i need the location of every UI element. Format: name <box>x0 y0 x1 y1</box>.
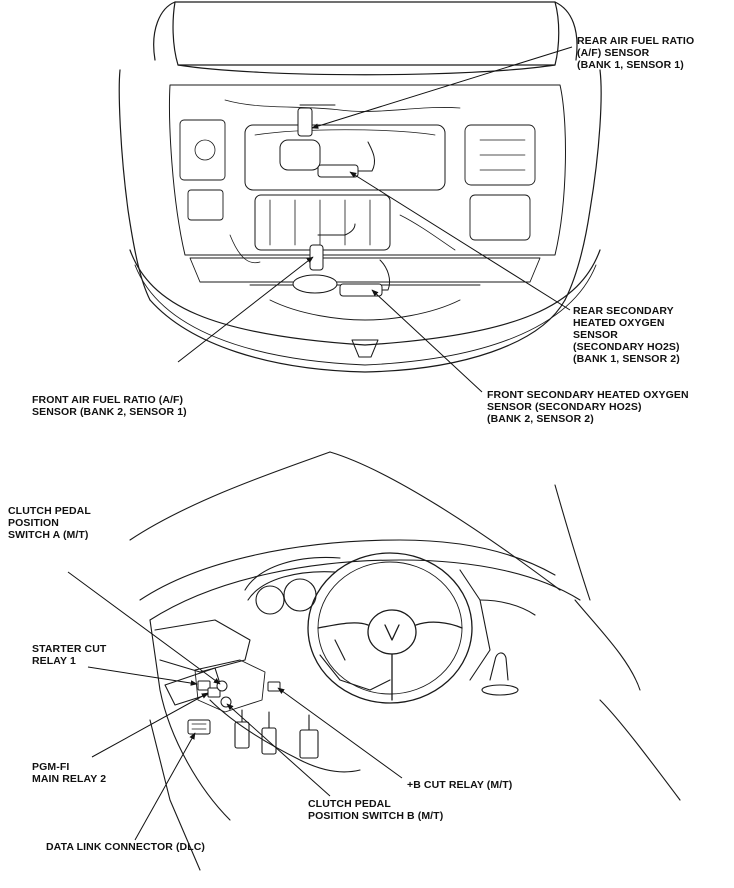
front-af-sensor-part <box>292 223 356 294</box>
engine-bay-illustration <box>118 1 602 373</box>
pgm-fi-relay-part <box>207 687 221 698</box>
label-front-secondary-ho2s: FRONT SECONDARY HEATED OXYGEN SENSOR (SE… <box>487 389 689 425</box>
engine-leader-lines <box>177 46 573 393</box>
label-clutch-switch-b: CLUTCH PEDAL POSITION SWITCH B (M/T) <box>308 798 444 822</box>
dlc-part <box>187 719 211 735</box>
rear-af-sensor-part <box>279 104 336 171</box>
starter-cut-relay-part <box>197 680 211 691</box>
label-dlc: DATA LINK CONNECTOR (DLC) <box>46 841 206 853</box>
clutch-switch-b-part <box>220 696 232 708</box>
label-rear-secondary-ho2s: REAR SECONDARY HEATED OXYGEN SENSOR (SEC… <box>573 305 680 365</box>
label-front-af-sensor: FRONT AIR FUEL RATIO (A/F) SENSOR (BANK … <box>32 394 187 418</box>
front-secondary-ho2s-part <box>339 259 391 297</box>
b-cut-relay-part <box>267 681 281 692</box>
label-starter-cut-relay: STARTER CUT RELAY 1 <box>32 643 107 667</box>
label-b-cut-relay: +B CUT RELAY (M/T) <box>407 779 513 791</box>
label-clutch-switch-a: CLUTCH PEDAL POSITION SWITCH A (M/T) <box>8 505 91 541</box>
label-rear-af-sensor: REAR AIR FUEL RATIO (A/F) SENSOR (BANK 1… <box>577 35 695 71</box>
interior-leader-lines <box>67 571 403 841</box>
label-pgm-fi-main-relay: PGM-FI MAIN RELAY 2 <box>32 761 107 785</box>
rear-secondary-ho2s-part <box>317 141 375 178</box>
interior-dash-illustration <box>129 451 681 871</box>
steering-wheel <box>307 552 473 704</box>
